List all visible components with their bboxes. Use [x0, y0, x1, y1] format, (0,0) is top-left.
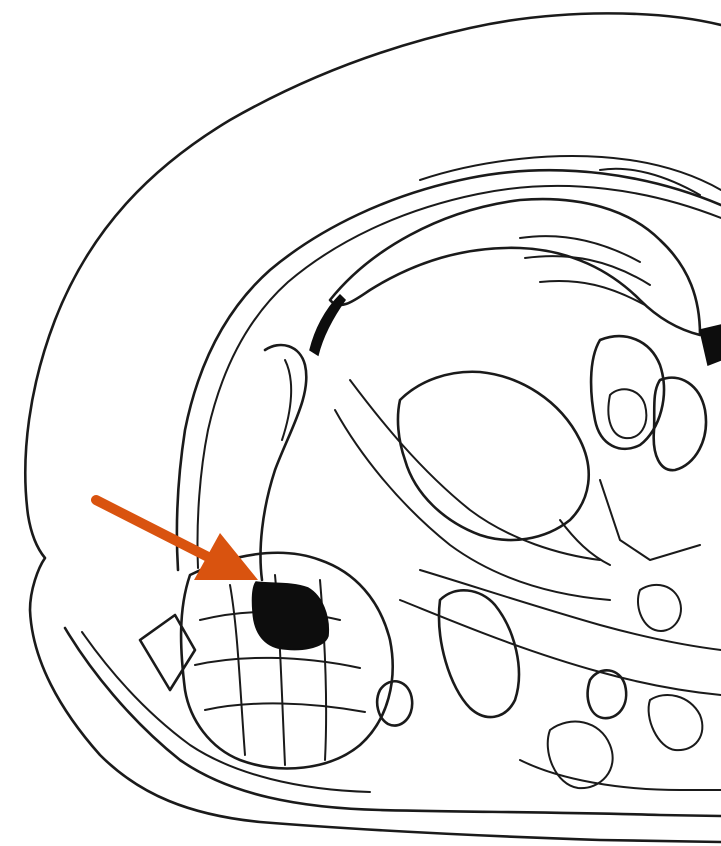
- fiber-tract-dark: [310, 295, 345, 355]
- internal-capsule-2: [335, 410, 610, 600]
- oval-structure-6: [649, 695, 703, 750]
- olfactory-wedge: [140, 615, 195, 690]
- hippocampus-layer-3: [540, 281, 645, 305]
- lower-tract-1: [420, 570, 721, 650]
- white-matter-band: [197, 186, 721, 568]
- oval-structure-1: [439, 590, 519, 717]
- arrow-shaft: [96, 500, 218, 562]
- lesion-region: [252, 582, 328, 650]
- medial-nucleus-3: [608, 389, 646, 438]
- oval-structure-2: [377, 681, 412, 725]
- hippocampus-outer: [330, 199, 700, 335]
- amygdala-subdivision-3: [205, 703, 365, 712]
- amygdala-subdivision-2: [195, 658, 360, 668]
- fiber-tract-dark-2: [700, 325, 721, 365]
- midline-segment-1: [600, 480, 700, 560]
- outer-cortex-outline: [25, 13, 721, 842]
- inner-cortex-outline: [177, 170, 721, 570]
- oval-structure-4: [638, 585, 681, 631]
- medial-nucleus-2: [654, 378, 706, 471]
- oval-structure-5: [548, 722, 613, 789]
- lateral-structure-inner: [282, 360, 291, 440]
- lower-tract-3: [520, 760, 721, 790]
- thalamus-region: [398, 372, 589, 540]
- hippocampus-layer-5: [420, 156, 721, 190]
- amygdala-subdivision-4: [230, 585, 245, 755]
- lateral-structure: [261, 345, 307, 580]
